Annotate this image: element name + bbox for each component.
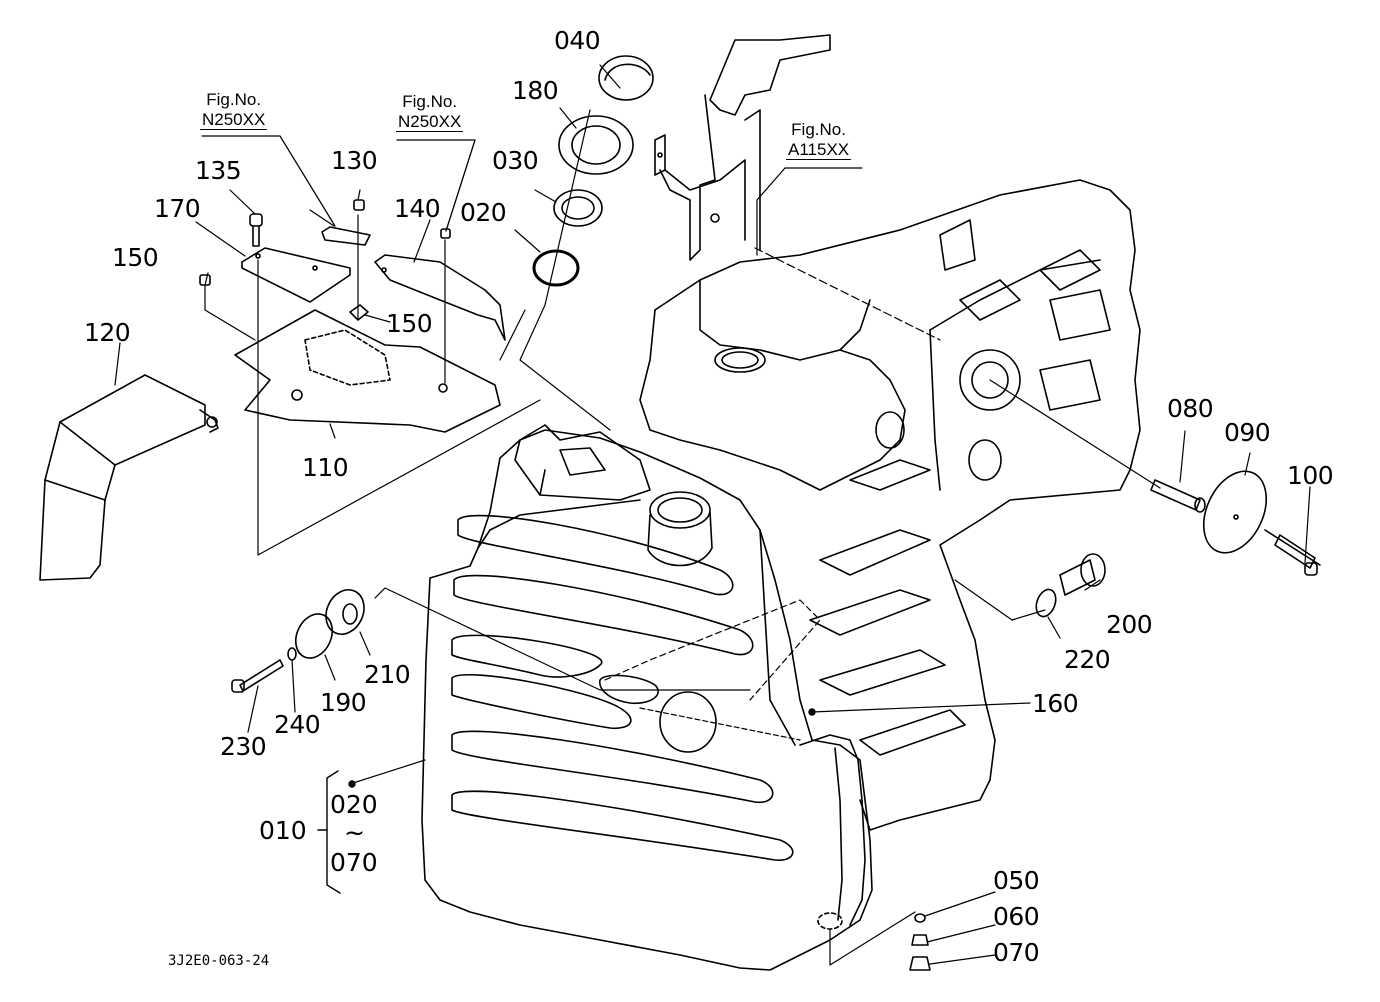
part-label-020: 020 <box>460 198 507 227</box>
assembly-range-start: 020 <box>330 790 378 819</box>
part-label-140: 140 <box>394 194 441 223</box>
part-label-135: 135 <box>195 156 242 185</box>
cover-120 <box>40 375 218 580</box>
leader-lines <box>115 65 1310 965</box>
part-label-080: 080 <box>1167 394 1214 423</box>
fig-ref-1-number: N250XX <box>200 110 268 131</box>
part-label-210: 210 <box>364 660 411 689</box>
part-label-240: 240 <box>274 710 321 739</box>
assembly-parent-label: 010 <box>259 816 307 845</box>
part-label-100: 100 <box>1287 461 1334 490</box>
part-label-190: 190 <box>320 688 367 717</box>
fig-ref-2-prefix: Fig.No. <box>402 92 458 111</box>
plate-170 <box>242 248 350 302</box>
part-label-090: 090 <box>1224 418 1271 447</box>
part-label-110: 110 <box>302 453 349 482</box>
part-label-230: 230 <box>220 732 267 761</box>
clip-130 <box>322 227 370 245</box>
fig-ref-1: Fig.No. N250XX <box>200 90 268 131</box>
part-label-060: 060 <box>993 902 1040 931</box>
fig-ref-leaders <box>202 136 862 255</box>
fig-ref-3-number: A115XX <box>786 140 852 161</box>
plate-110 <box>235 310 500 432</box>
part-label-040: 040 <box>554 26 601 55</box>
fig-ref-1-prefix: Fig.No. <box>206 90 262 109</box>
part-label-130: 130 <box>331 146 378 175</box>
part-label-070: 070 <box>993 938 1040 967</box>
assembly-range-end: 070 <box>330 848 378 877</box>
plate-140 <box>375 255 505 340</box>
fig-ref-2: Fig.No. N250XX <box>396 92 464 133</box>
part-label-200: 200 <box>1106 610 1153 639</box>
part-label-050: 050 <box>993 866 1040 895</box>
part-label-120: 120 <box>84 318 131 347</box>
part-label-220: 220 <box>1064 645 1111 674</box>
part-label-180: 180 <box>512 76 559 105</box>
assembly-bracket <box>318 709 815 893</box>
fig-ref-3-prefix: Fig.No. <box>791 120 846 139</box>
drawing-code: 3J2E0-063-24 <box>168 953 270 969</box>
part-label-150-lower: 150 <box>386 309 433 338</box>
part-label-030: 030 <box>492 146 539 175</box>
part-label-160: 160 <box>1032 689 1079 718</box>
assembly-range-separator: ~ <box>344 818 365 847</box>
fig-ref-2-number: N250XX <box>396 112 464 133</box>
part-label-170: 170 <box>154 194 201 223</box>
part-label-150-upper: 150 <box>112 243 159 272</box>
fuel-tank <box>422 425 872 970</box>
bracket <box>655 35 830 260</box>
fig-ref-3: Fig.No. A115XX <box>786 120 852 161</box>
rear-tank <box>640 180 1140 830</box>
